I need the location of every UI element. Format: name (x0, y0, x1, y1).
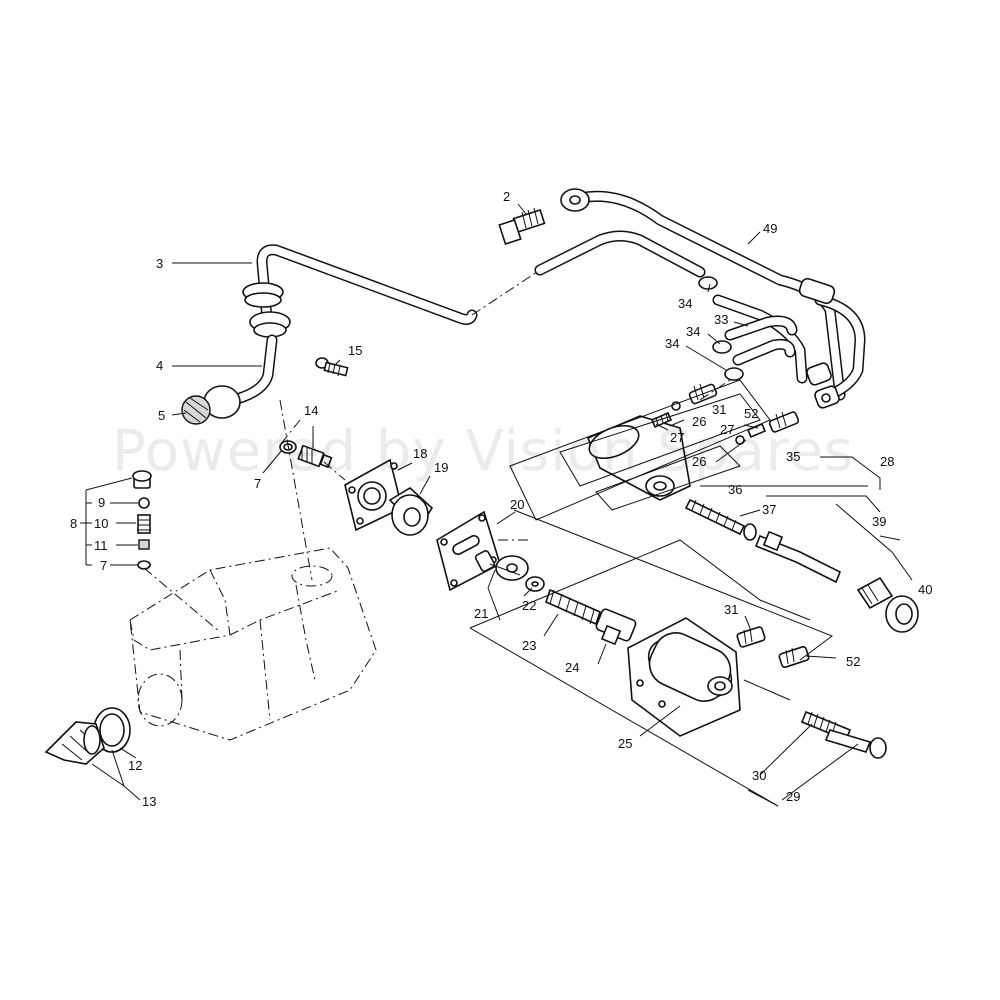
gasket-20 (436, 510, 501, 592)
callout-31-upper: 31 (712, 402, 726, 417)
leader-lines (80, 203, 913, 807)
callout-30: 30 (752, 768, 766, 783)
callout-labels: 2 3 4 5 7 7 8 9 10 11 12 13 14 15 18 19 … (70, 189, 932, 809)
callout-5: 5 (158, 408, 165, 423)
callout-49: 49 (763, 221, 777, 236)
pipe-assembly-49 (534, 188, 866, 409)
flange-18 (344, 458, 403, 532)
sleeve-19 (388, 487, 434, 536)
callout-25: 25 (618, 736, 632, 751)
callout-15: 15 (348, 343, 362, 358)
pump-housing (129, 547, 377, 741)
callout-28: 28 (880, 454, 894, 469)
callout-4: 4 (156, 358, 163, 373)
callout-33: 33 (714, 312, 728, 327)
cap-nut-40 (856, 576, 919, 633)
callout-8: 8 (70, 516, 77, 531)
callout-11: 11 (94, 538, 108, 553)
callout-18: 18 (413, 446, 427, 461)
callout-21: 21 (474, 606, 488, 621)
callout-3: 3 (156, 256, 163, 271)
callout-13: 13 (142, 794, 156, 809)
pipe-assembly-4 (181, 334, 278, 425)
callout-23: 23 (522, 638, 536, 653)
callout-36: 36 (728, 482, 742, 497)
spring-23 (545, 588, 601, 626)
callout-31-lower: 31 (724, 602, 738, 617)
callout-7-upper: 7 (254, 476, 261, 491)
callout-20: 20 (510, 497, 524, 512)
callout-52-upper: 52 (744, 406, 758, 421)
callout-24: 24 (565, 660, 579, 675)
callout-12: 12 (128, 758, 142, 773)
hose-fittings-33-34 (698, 276, 808, 384)
callout-27-right: 27 (720, 422, 734, 437)
banjo-bolt-2 (498, 207, 546, 245)
piston-24 (595, 608, 637, 646)
callout-34-a: 34 (678, 296, 692, 311)
bolt-15 (315, 357, 349, 377)
block-28 (586, 415, 691, 501)
callout-34-b: 34 (686, 324, 700, 339)
callout-9: 9 (98, 495, 105, 510)
callout-26-upper: 26 (692, 414, 706, 429)
drain-plug-12-13 (44, 707, 131, 765)
rod-36-37 (684, 498, 842, 584)
callout-27-left: 27 (670, 430, 684, 445)
screws-29-30 (800, 710, 887, 759)
callout-37: 37 (762, 502, 776, 517)
callout-19: 19 (434, 460, 448, 475)
callout-39: 39 (872, 514, 886, 529)
pipe-dash-link (471, 269, 541, 316)
callout-7-lower: 7 (100, 558, 107, 573)
callout-29: 29 (786, 789, 800, 804)
alignment-lines (143, 379, 834, 701)
callout-14: 14 (304, 403, 318, 418)
callout-26-lower: 26 (692, 454, 706, 469)
callout-40: 40 (918, 582, 932, 597)
callout-2: 2 (503, 189, 510, 204)
fittings-26-27-31-52-upper (650, 383, 800, 445)
callout-35: 35 (786, 449, 800, 464)
fittings-31-52-lower (736, 626, 810, 669)
pipe-assembly-3 (242, 244, 478, 338)
valve-parts-21-22 (474, 550, 545, 592)
callout-10: 10 (94, 516, 108, 531)
cylinder-25 (627, 617, 741, 737)
callout-22: 22 (522, 598, 536, 613)
callout-34-c: 34 (665, 336, 679, 351)
callout-52-lower: 52 (846, 654, 860, 669)
watermark: Powered by Vision Spares (112, 419, 854, 484)
plug-assembly-8 (132, 470, 152, 570)
